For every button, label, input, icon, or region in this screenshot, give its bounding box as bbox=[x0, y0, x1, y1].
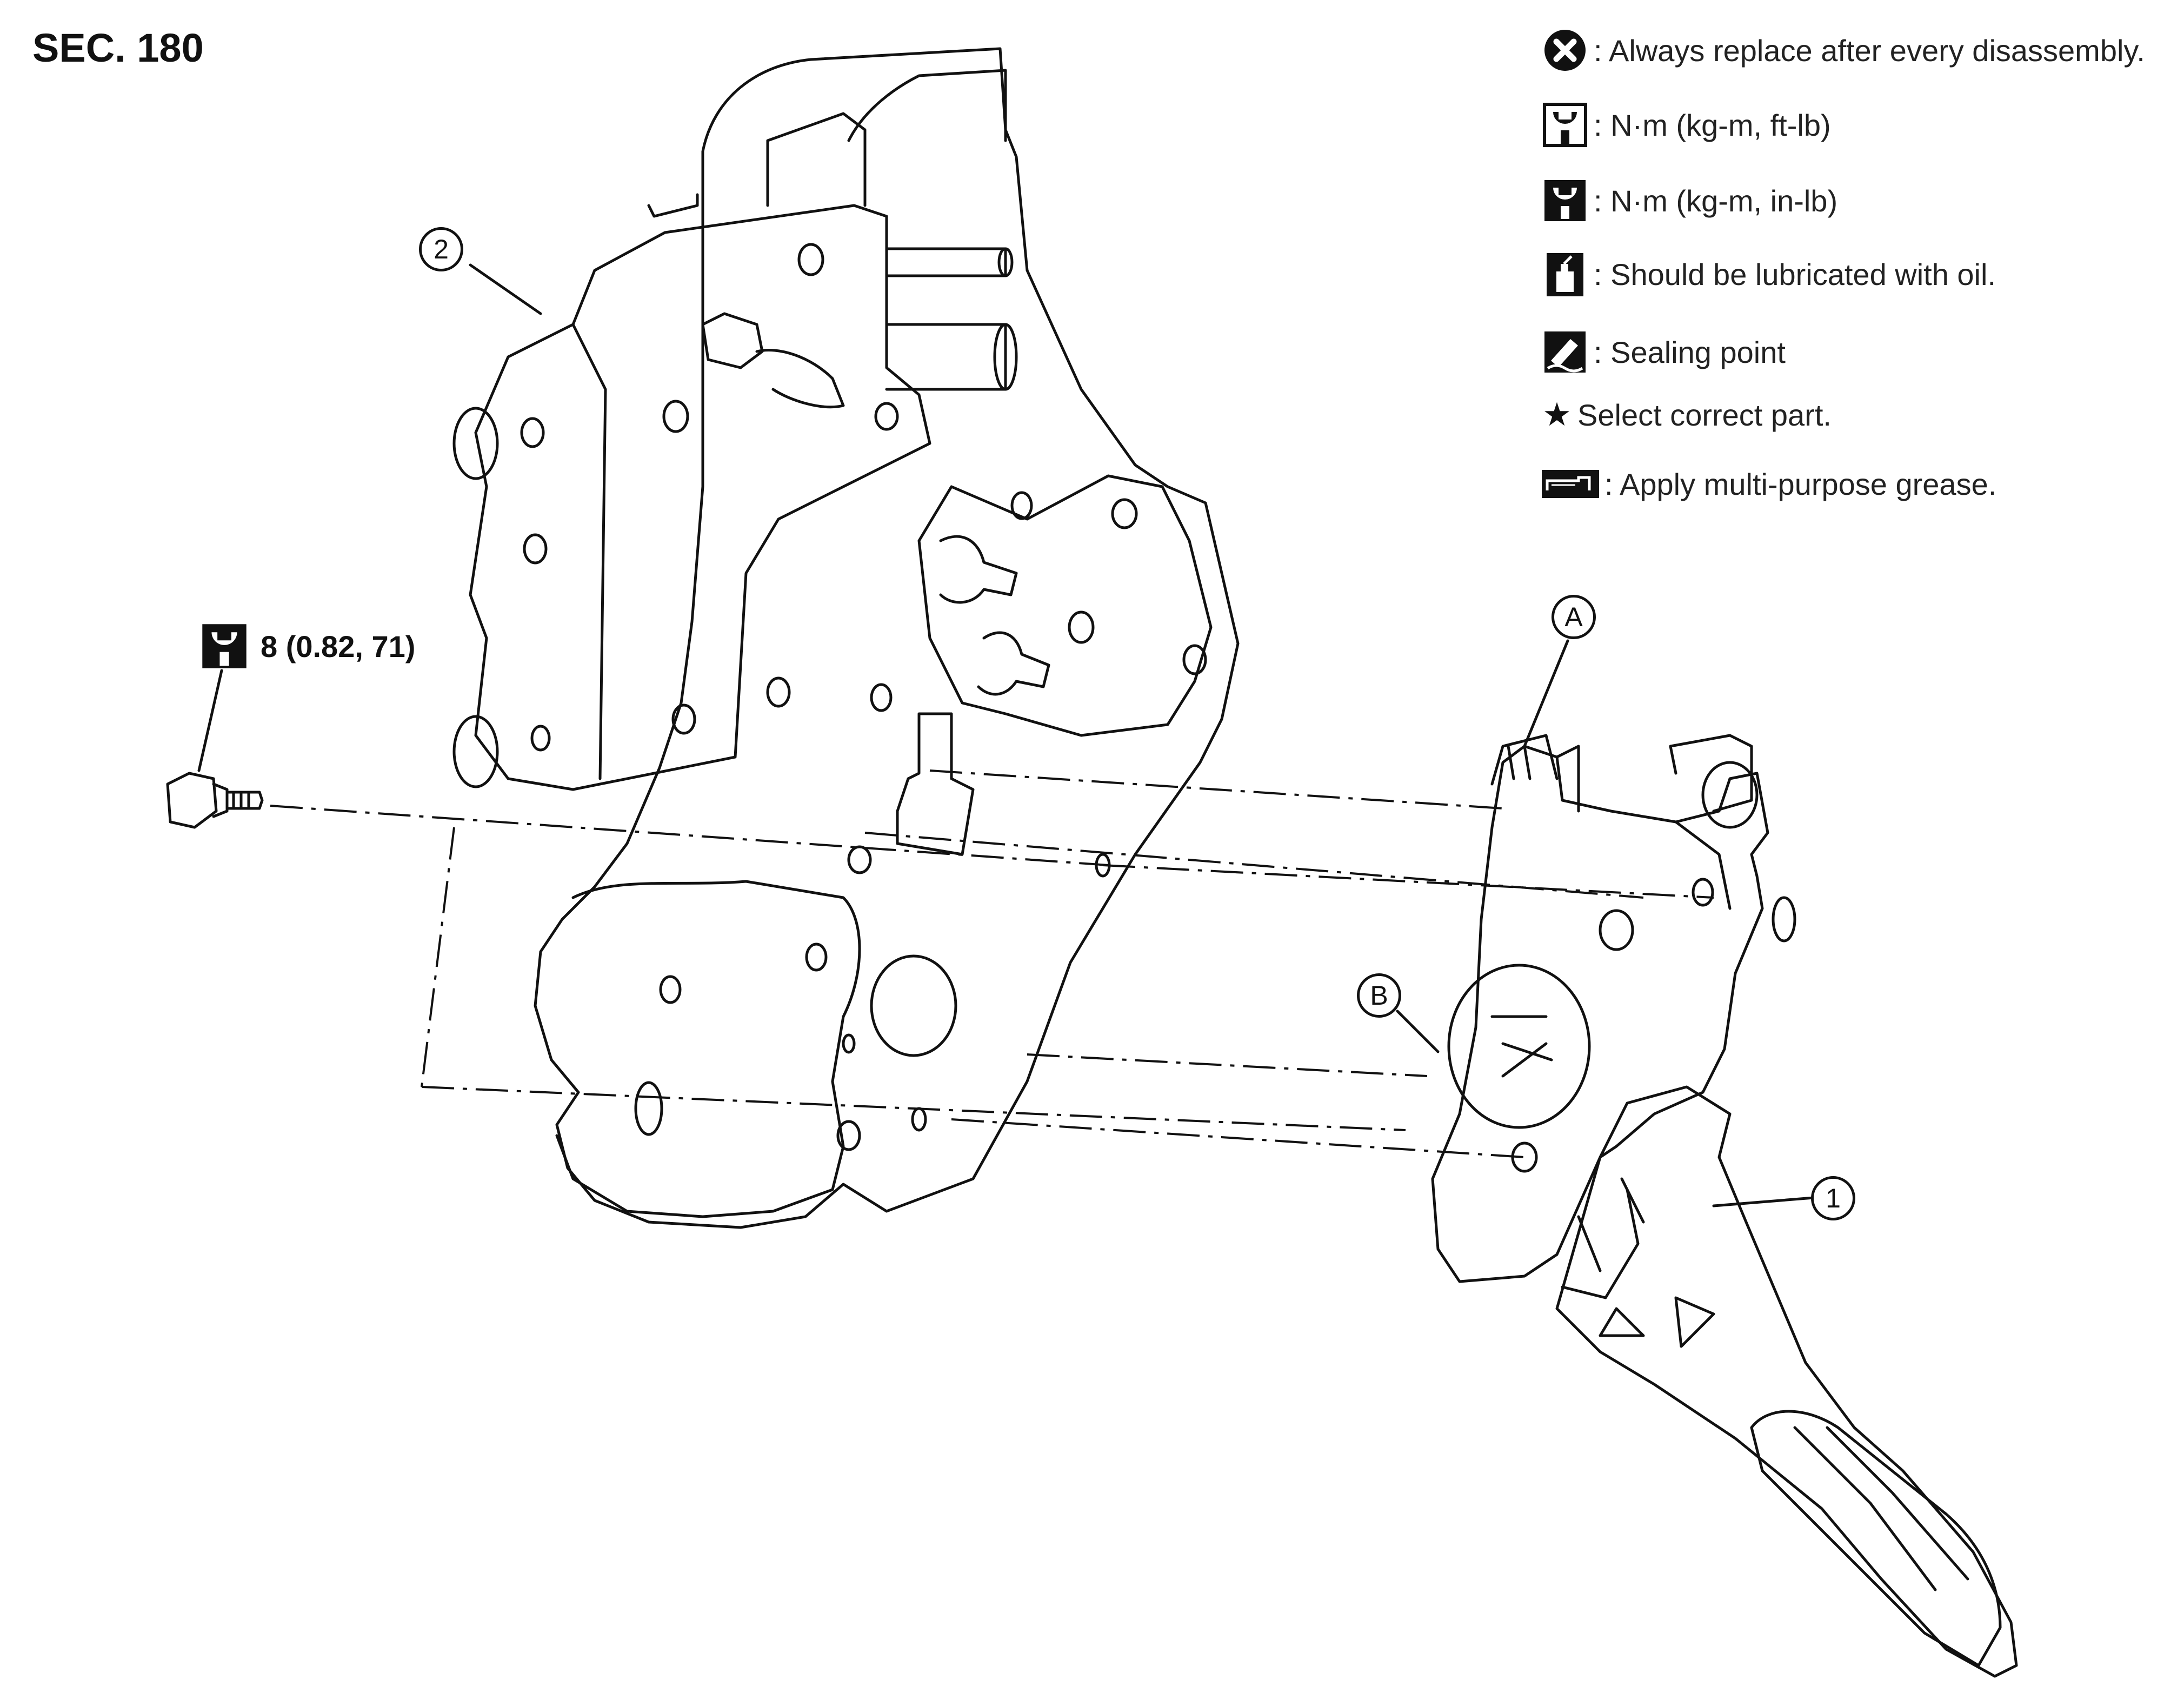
callout-point-b: B bbox=[1357, 973, 1401, 1018]
star-icon: ★ bbox=[1542, 396, 1572, 433]
leader-line-b bbox=[1396, 1010, 1440, 1053]
legend-text: : N·m (kg-m, ft-lb) bbox=[1594, 108, 1831, 142]
legend-text: : Sealing point bbox=[1594, 335, 1786, 369]
torque-wrench-ftlb-icon bbox=[1541, 101, 1589, 149]
leader-line-torque bbox=[197, 669, 223, 772]
oil-can-icon bbox=[1541, 250, 1589, 298]
legend-item-grease: : Apply multi-purpose grease. bbox=[1541, 460, 1996, 508]
grease-icon bbox=[1541, 460, 1600, 508]
callout-point-a: A bbox=[1552, 595, 1596, 639]
legend-item-select-part: ★ Select correct part. bbox=[1541, 390, 1832, 439]
callout-part-1: 1 bbox=[1811, 1176, 1855, 1220]
callout-part-2: 2 bbox=[419, 227, 463, 271]
legend-item-lubricate-oil: : Should be lubricated with oil. bbox=[1541, 250, 1996, 298]
torque-spec: 8 (0.82, 71) bbox=[200, 622, 415, 671]
alignment-lines bbox=[270, 769, 1714, 1158]
legend-text: : N·m (kg-m, in-lb) bbox=[1594, 183, 1838, 218]
always-replace-icon bbox=[1541, 26, 1589, 75]
legend-text: Select correct part. bbox=[1577, 397, 1832, 432]
leader-line-part2 bbox=[469, 263, 542, 315]
torque-value: 8 (0.82, 71) bbox=[261, 629, 416, 663]
leader-line-a bbox=[1523, 639, 1569, 748]
legend-item-torque-ftlb: : N·m (kg-m, ft-lb) bbox=[1541, 101, 1831, 149]
sealing-point-icon bbox=[1541, 328, 1589, 376]
section-title: SEC. 180 bbox=[32, 25, 204, 70]
legend-text: : Apply multi-purpose grease. bbox=[1604, 467, 1997, 501]
torque-wrench-inlb-icon bbox=[1541, 176, 1589, 225]
torque-wrench-inlb-icon bbox=[200, 622, 249, 671]
legend-text: : Always replace after every disassembly… bbox=[1594, 33, 2145, 68]
pedal-bracket bbox=[452, 47, 1240, 1229]
legend-item-sealing-point: : Sealing point bbox=[1541, 328, 1786, 376]
legend-item-torque-inlb: : N·m (kg-m, in-lb) bbox=[1541, 176, 1837, 225]
leader-line-part1 bbox=[1712, 1196, 1815, 1207]
bolt bbox=[166, 772, 264, 829]
accelerator-pedal-assembly bbox=[1431, 734, 2018, 1678]
legend-item-always-replace: : Always replace after every disassembly… bbox=[1541, 26, 2145, 75]
legend-text: : Should be lubricated with oil. bbox=[1594, 257, 1996, 291]
